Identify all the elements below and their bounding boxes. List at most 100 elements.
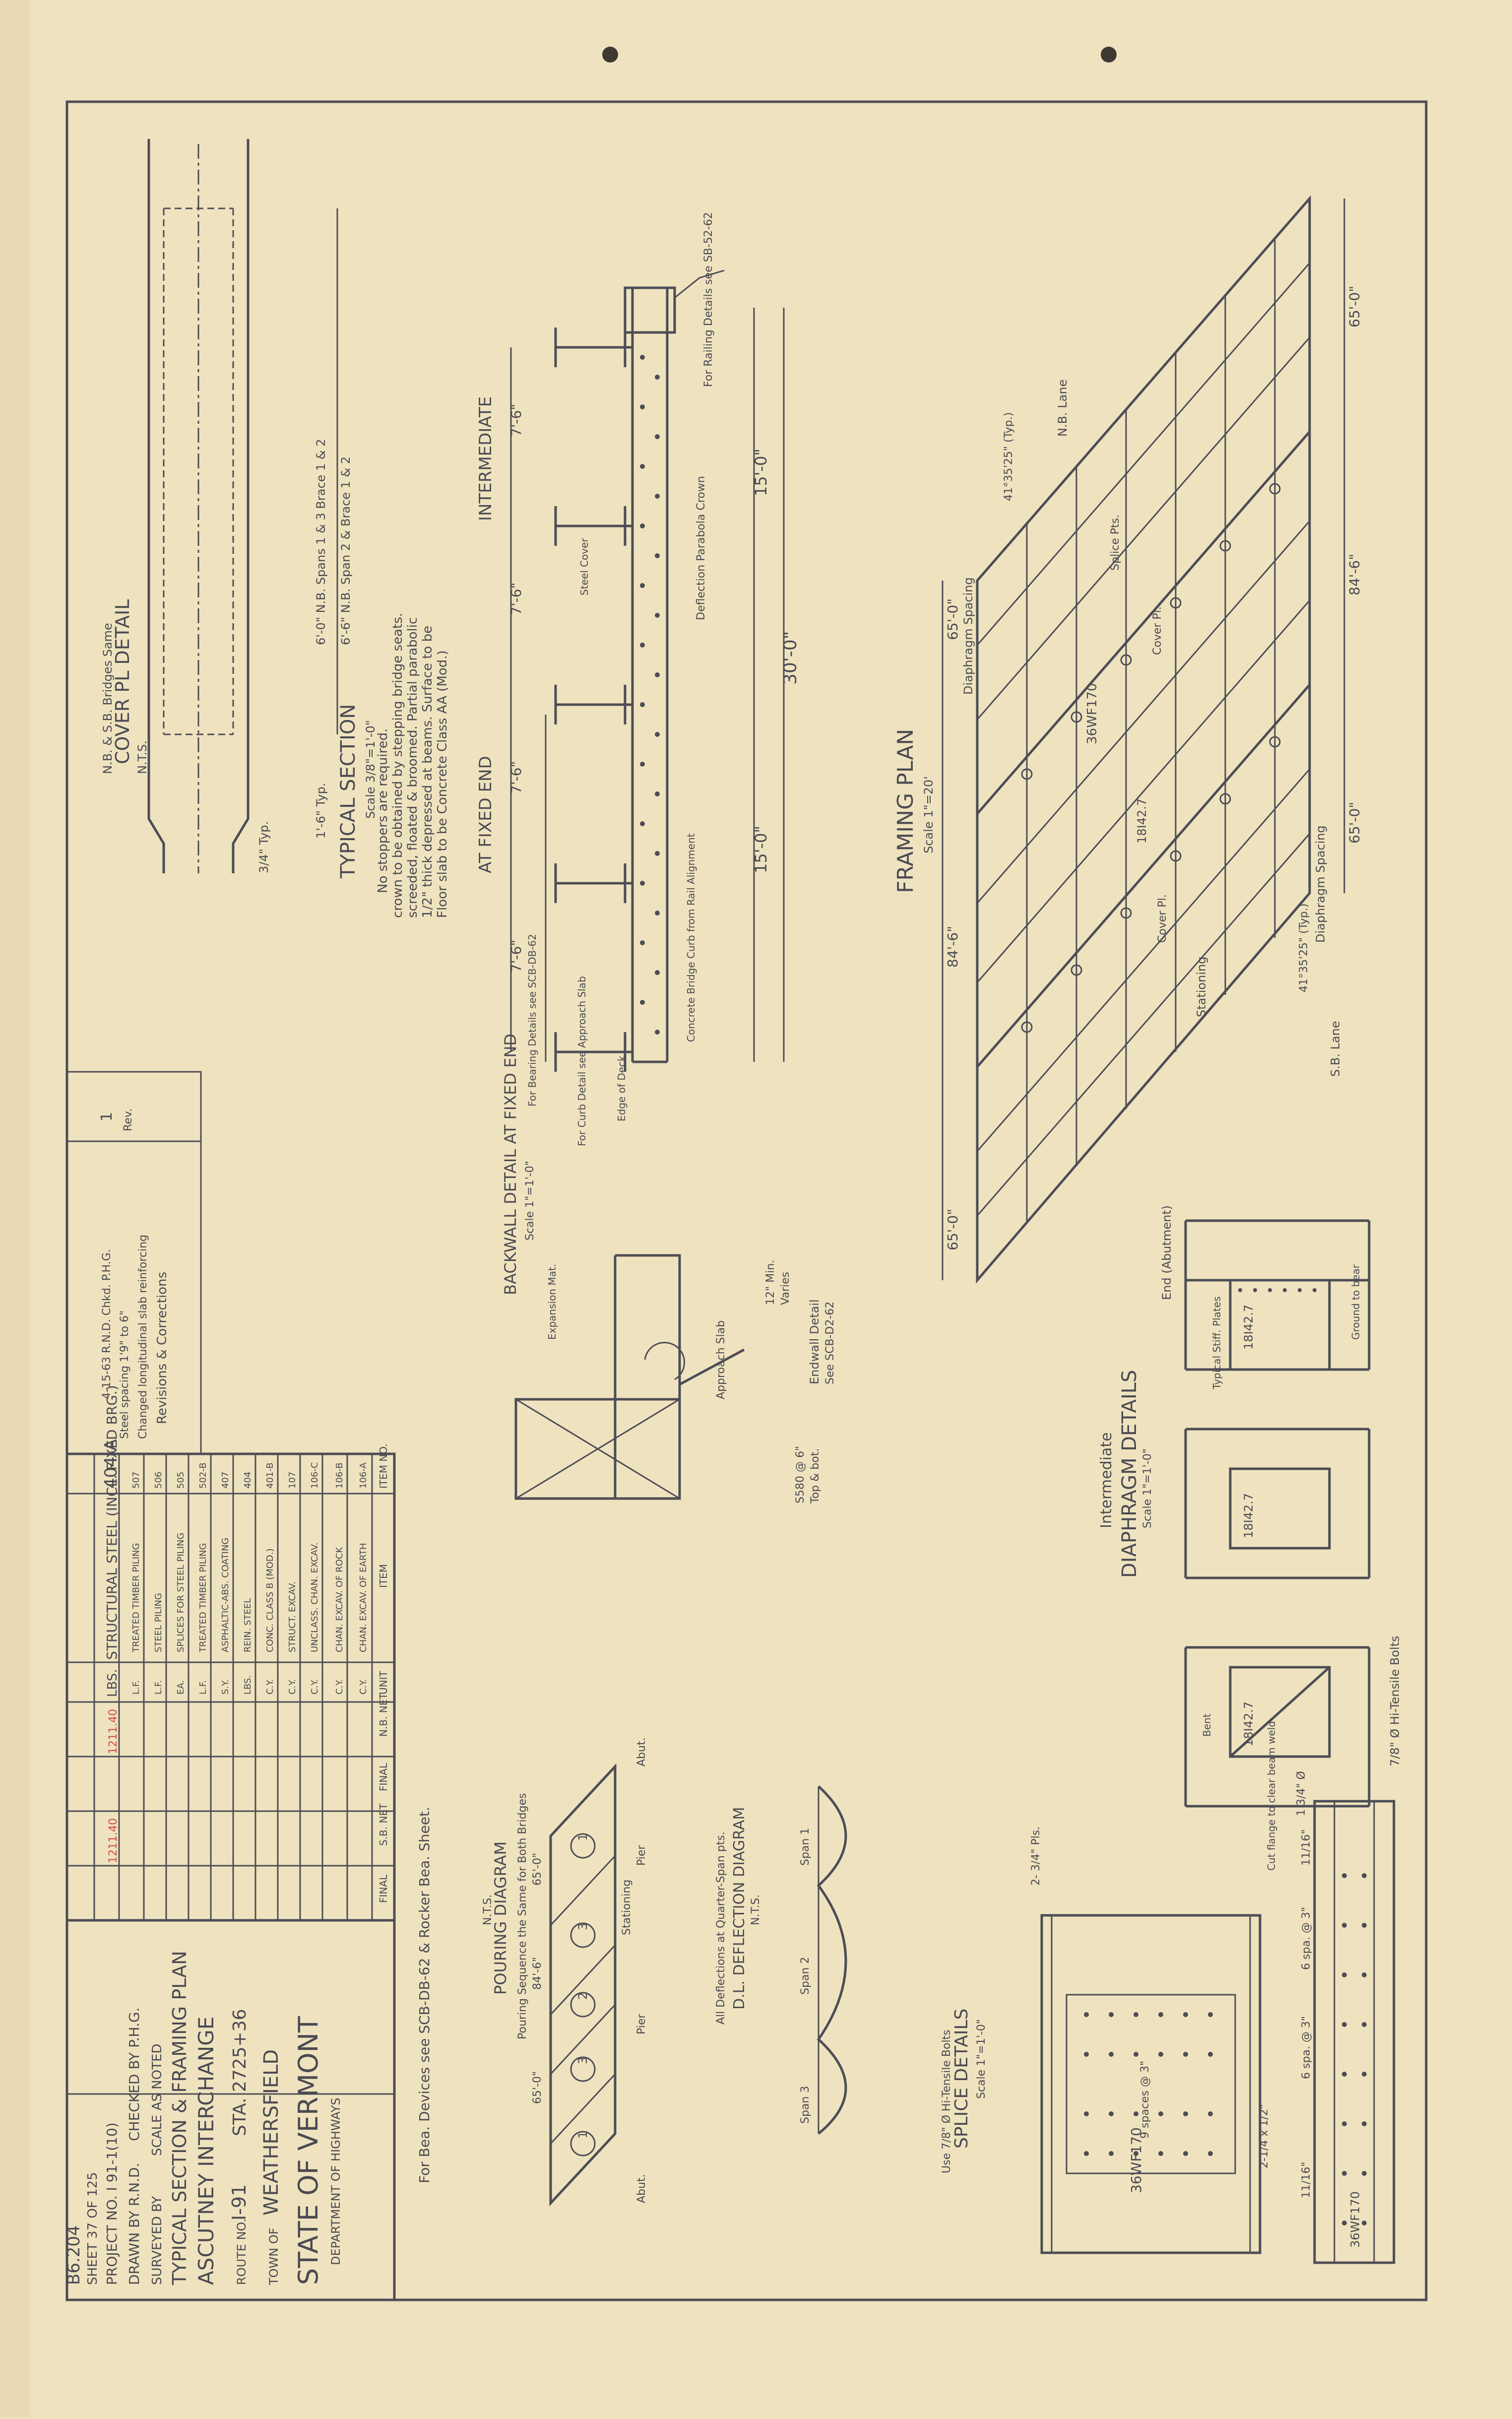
splice-details: SPLICE DETAILS Scale 1"=1'-0" Use 7/8" Ø… <box>941 1771 1395 2264</box>
nb-lane-label: N.B. Lane <box>1056 380 1070 437</box>
dim-beam-spacing: 7'-6" <box>508 761 524 794</box>
cover-plate-dim: 6'-0" N.B. Spans 1 & 3 Brace 1 & 2 <box>314 439 328 645</box>
backwall-note: Approach Slab <box>715 1320 727 1399</box>
cover-plate-label: Cover Pl. <box>1156 894 1169 943</box>
splice-dim: 2-1/4 x 1/2" <box>1258 2104 1270 2168</box>
department-name: DEPARTMENT OF HIGHWAYS <box>329 2097 343 2265</box>
town-label: TOWN OF <box>267 2227 281 2286</box>
header-nb-net: N.B. NET <box>378 1693 389 1737</box>
skew-angle: 41°35'25" (Typ.) <box>1298 904 1310 992</box>
nb-net-steel: 1211.40 <box>107 1709 120 1754</box>
row-item: ASPHALTIC-ABS. COATING <box>220 1538 231 1652</box>
diaphragm-spacing-label: Diaphragm Spacing <box>1314 825 1327 943</box>
backwall-note: 12" Min. <box>764 1260 777 1305</box>
revision-note: 4-15-63 R.N.D. Chkd. P.H.G. <box>101 1249 113 1399</box>
sb-lane-label: S.B. Lane <box>1328 1021 1342 1077</box>
diaphragm-details: DIAPHRAGM DETAILS Scale 1"=1'-0" Interme… <box>1098 1205 1402 1871</box>
diaphragm-member: 18I42.7 <box>1242 1493 1256 1538</box>
row-unit: L.F. <box>198 1680 208 1695</box>
row-item-no: 404-A <box>101 1439 121 1489</box>
splice-beam: 36WF170 <box>1128 2127 1144 2193</box>
framing-plan-title: FRAMING PLAN <box>893 729 918 893</box>
surveyed-by: SURVEYED BY <box>150 2196 165 2285</box>
row-unit: C.Y. <box>287 1679 298 1695</box>
typical-section-scale: Scale 3/8"=1'-0" <box>364 720 378 819</box>
label-end-diaphragm: End (Abutment) <box>1160 1205 1174 1300</box>
cover-plate-detail: COVER PL DETAIL N.T.S. N.B. & S.B. Bridg… <box>101 139 353 873</box>
row-item-no: 106-A <box>358 1462 369 1489</box>
pour-sequence-number: 1 <box>576 2131 590 2139</box>
pouring-scale: N.T.S. <box>482 1895 494 1925</box>
girders <box>554 327 632 1072</box>
row-unit: C.Y. <box>334 1679 345 1695</box>
row-item: SPLICES FOR STEEL PILING <box>176 1533 186 1652</box>
deflection-scale: N.T.S. <box>750 1895 762 1925</box>
splice-points-label: Splice Pts. <box>1109 515 1122 571</box>
rebar-dots <box>640 355 660 1035</box>
row-item: TREATED TIMBER PILING <box>198 1543 208 1653</box>
revision-heading: Revisions & Corrections <box>155 1272 170 1424</box>
bolt-note: 7/8" Ø Hi-Tensile Bolts <box>1388 1635 1402 1766</box>
row-item: STEEL PILING <box>153 1593 164 1652</box>
row-item: UNCLASS. CHAN. EXCAV. <box>310 1543 320 1652</box>
diaphragms <box>976 262 1311 1216</box>
diaphragm-spacing-label: Diaphragm Spacing <box>961 577 975 695</box>
dim-beam-spacing: 7'-6" <box>508 940 524 973</box>
row-item: STRUCT. EXCAV. <box>287 1581 298 1652</box>
row-unit: C.Y. <box>358 1679 369 1695</box>
punch-hole <box>1101 47 1117 63</box>
section-note: No stoppers are required. <box>376 728 390 893</box>
bearing-reference-note: For Bea. Devices see SCB-DB-62 & Rocker … <box>416 1807 433 2183</box>
splice-note: Use 7/8" Ø Hi-Tensile Bolts <box>941 2029 953 2173</box>
cover-plate-note: N.B. & S.B. Bridges Same <box>101 623 115 774</box>
splice-dim: 11/16" <box>1300 2161 1313 2198</box>
row-item-no: 505 <box>176 1472 186 1489</box>
header-item: ITEM <box>378 1564 389 1588</box>
deflection-note: All Deflections at Quarter-Span pts. <box>715 1831 727 2025</box>
section-note: 1/2" thick depressed at beams. Surface t… <box>420 626 435 918</box>
diaphragm-note: Cut flange to clear beam weld <box>1265 1721 1277 1871</box>
row-unit: S.Y. <box>220 1680 231 1695</box>
section-note: crown to be obtained by stepping bridge … <box>390 613 405 918</box>
header-item-no: ITEM NO. <box>378 1443 389 1489</box>
pour-sequence-number: 3 <box>576 1923 590 1930</box>
dim-beam-spacing: 7'-6" <box>508 404 524 437</box>
callout-curb: Concrete Bridge Curb from Rail Alignment <box>685 833 697 1042</box>
row-item-no: 404 <box>243 1472 253 1489</box>
deflection-span: Span 1 <box>799 1828 812 1866</box>
diaphragm-title: DIAPHRAGM DETAILS <box>1118 1370 1141 1578</box>
dim-half-width: 15'-0" <box>752 449 770 496</box>
row-item: TREATED TIMBER PILING <box>131 1543 141 1653</box>
row-item: CHAN. EXCAV. OF ROCK <box>334 1547 345 1652</box>
cover-plate-scale: N.T.S. <box>135 740 149 774</box>
town-value: WEATHERSFIELD <box>260 2049 283 2216</box>
pour-label: Pier <box>635 1845 648 1866</box>
row-item: REIN. STEEL <box>243 1598 253 1652</box>
row-item-no: 106-B <box>334 1462 345 1489</box>
row-item-no: 502-B <box>198 1462 208 1489</box>
typical-section: 30'-0" 15'-0" 15'-0" 7'-6" 7'-6" 7'-6" 7… <box>337 212 801 1146</box>
section-note: Floor slab to be Concrete Class AA (Mod.… <box>435 650 450 918</box>
splice-dim: 6 spa. @ 3" <box>1300 2016 1313 2079</box>
stationing-label: Stationing <box>1195 957 1208 1017</box>
diaphragm-label: 18I42.7 <box>1135 798 1149 844</box>
row-unit: L.F. <box>131 1680 141 1695</box>
state-name: STATE OF VERMONT <box>293 2016 324 2285</box>
dim-overall-width: 30'-0" <box>780 631 801 685</box>
deflection-diagram: D.L. DEFLECTION DIAGRAM N.T.S. All Defle… <box>715 1785 847 2135</box>
revision-note: Steel spacing 1'9" to 6" <box>119 1310 131 1439</box>
cover-plate-label: Cover Pl. <box>1151 606 1164 655</box>
beam-label: 36WF170 <box>1085 683 1100 744</box>
splice-dim: 1 3/4" Ø <box>1295 1771 1308 1816</box>
row-item-no: 106-C <box>310 1462 320 1489</box>
label-intermediate: INTERMEDIATE <box>476 396 496 521</box>
drawing-number: B6.204 <box>64 2225 84 2285</box>
backwall-note: S580 @ 6" <box>794 1446 807 1504</box>
span-dim: 65'-0" <box>945 598 961 640</box>
backwall-note: Expansion Mat. <box>546 1264 558 1340</box>
row-item-no: 507 <box>131 1472 141 1489</box>
project-number: PROJECT NO. I 91-1(10) <box>104 2122 120 2285</box>
row-unit: EA. <box>176 1680 186 1695</box>
pour-dim: 84'-6" <box>531 1957 544 1990</box>
pouring-title: POURING DIAGRAM <box>491 1841 510 1995</box>
